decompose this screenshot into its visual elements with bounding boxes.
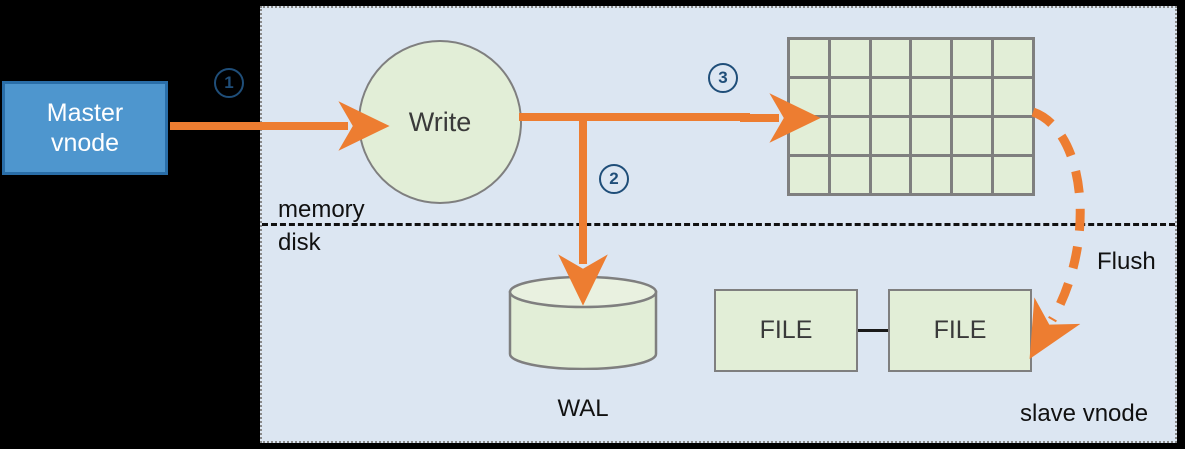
memtable-cell (994, 118, 1032, 154)
memtable-cell (830, 157, 869, 193)
memtable-cell (790, 40, 828, 76)
memtable-cell (912, 118, 951, 154)
file-box-2[interactable]: FILE (888, 289, 1032, 372)
write-node[interactable]: Write (358, 40, 522, 204)
memtable-cell (994, 40, 1032, 76)
file-box-1[interactable]: FILE (714, 289, 858, 372)
memtable-cell (871, 79, 910, 115)
memory-disk-divider (262, 223, 1175, 226)
memtable-cell (830, 118, 869, 154)
memtable-cell (953, 79, 992, 115)
memtable-cell (994, 79, 1032, 115)
wal-label: WAL (557, 395, 609, 422)
wal-cylinder[interactable] (508, 275, 658, 371)
memtable-cell (790, 79, 828, 115)
memtable-cell (953, 118, 992, 154)
memtable-cell (790, 118, 828, 154)
memtable-cell (912, 40, 951, 76)
slave-vnode-label: slave vnode (1020, 400, 1149, 427)
memtable-cell (953, 157, 992, 193)
memtable-cell (830, 40, 869, 76)
memtable-grid[interactable] (787, 37, 1035, 196)
memtable-cell (871, 40, 910, 76)
memtable-cell (790, 157, 828, 193)
memtable-cell (953, 40, 992, 76)
step-badge-1: 1 (214, 68, 244, 98)
flush-label: Flush (1097, 248, 1156, 275)
memtable-cell (912, 157, 951, 193)
memory-label: memory (278, 196, 365, 223)
write-node-label: Write (408, 106, 472, 137)
file-box-1-label: FILE (759, 316, 813, 344)
step-badge-3: 3 (708, 63, 738, 93)
file-connector-line (858, 329, 888, 332)
master-vnode-box[interactable]: Master vnode (2, 81, 168, 175)
memtable-cell (830, 79, 869, 115)
memtable-cell (994, 157, 1032, 193)
step-badge-2: 2 (599, 164, 629, 194)
memtable-cell (871, 157, 910, 193)
memtable-cell (871, 118, 910, 154)
disk-label: disk (278, 229, 321, 256)
file-box-2-label: FILE (933, 316, 987, 344)
memtable-cell (912, 79, 951, 115)
